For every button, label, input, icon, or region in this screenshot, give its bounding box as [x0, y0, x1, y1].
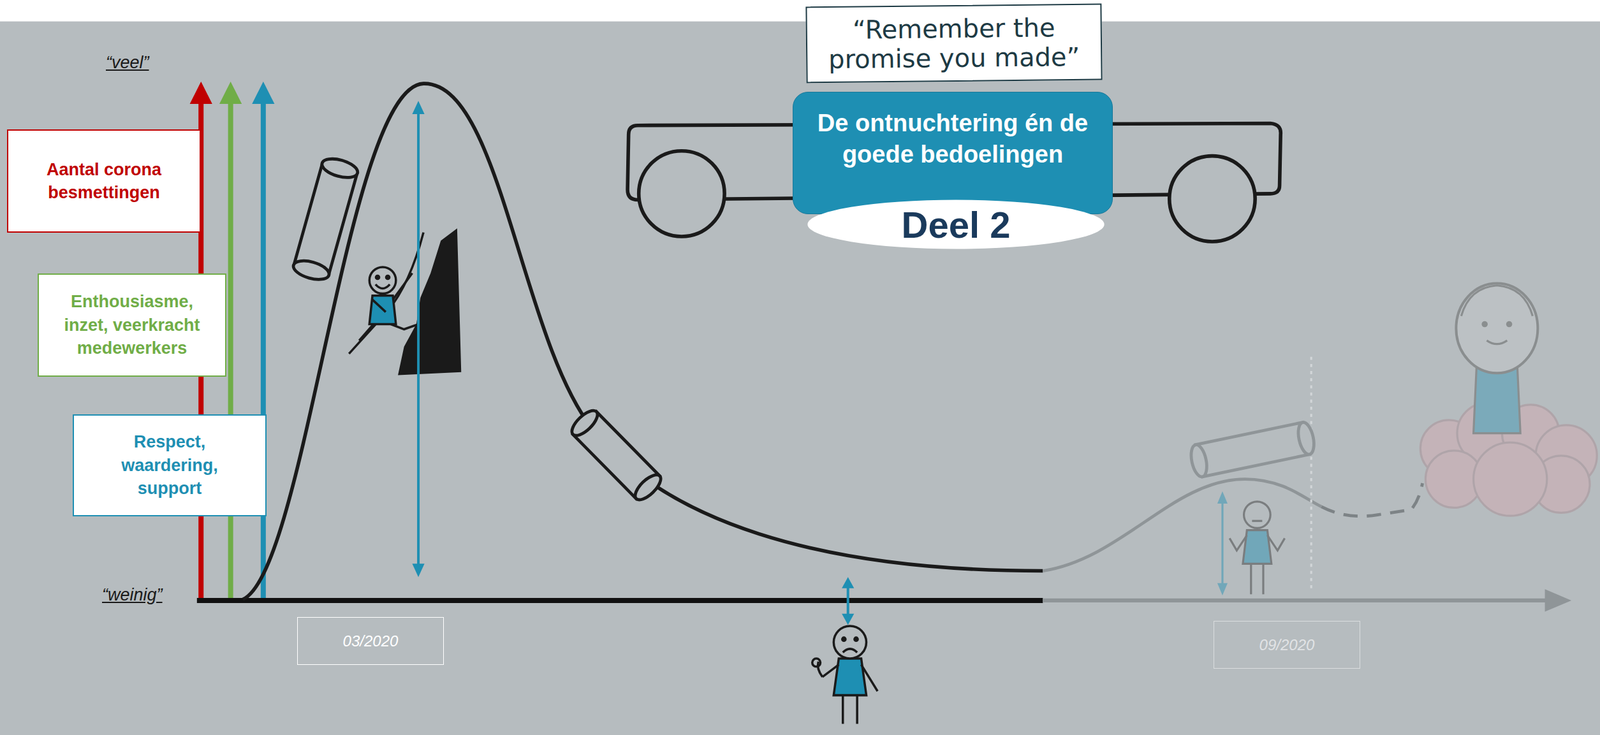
head	[833, 626, 867, 659]
arrow-head	[1217, 583, 1228, 596]
scroll-end	[568, 406, 602, 441]
rope	[348, 232, 424, 354]
mouth	[1251, 520, 1263, 523]
leg	[390, 324, 419, 330]
axis-line	[260, 100, 266, 602]
sad-figure	[812, 626, 878, 725]
arms	[1229, 535, 1285, 551]
node-text: 09/2020	[1259, 636, 1315, 655]
dashed-path	[1321, 483, 1423, 517]
frown	[843, 649, 858, 654]
head	[1244, 501, 1271, 529]
double-arrow	[841, 577, 854, 625]
arrow-head	[1545, 589, 1572, 612]
node-text: 03/2020	[343, 632, 399, 651]
legend-box: Enthousiasme, inzet, veerkracht medewerk…	[37, 273, 227, 377]
marker-line	[1310, 357, 1313, 592]
arrow-head	[841, 577, 854, 589]
body	[1242, 530, 1272, 565]
arrow-line	[1221, 501, 1224, 586]
arm	[392, 273, 412, 301]
eye	[1481, 321, 1488, 328]
legend-box: Respect, waardering, support	[72, 414, 267, 517]
eye	[842, 637, 846, 641]
scroll-roll	[1169, 156, 1256, 242]
head	[369, 267, 397, 294]
rock	[397, 228, 462, 375]
scroll-end	[631, 471, 665, 505]
arrow-line	[417, 112, 420, 567]
body	[369, 295, 397, 325]
node-text: Enthousiasme, inzet, veerkracht medewerk…	[46, 290, 218, 360]
quote-box: “Remember the promise you made”	[805, 3, 1102, 84]
eye	[385, 275, 389, 279]
body	[1473, 367, 1521, 434]
eye	[375, 275, 379, 279]
eye	[854, 637, 858, 641]
node-text: Aantal corona besmettingen	[15, 158, 192, 205]
node-text: Deel 2	[901, 203, 1011, 247]
arrow-head	[411, 100, 425, 115]
date-box-faded: 09/2020	[1213, 621, 1361, 669]
top-band	[0, 0, 1600, 22]
smile	[1486, 340, 1507, 345]
time-axis-faded	[1042, 598, 1549, 603]
axis-label: “weinig”	[102, 585, 163, 606]
arrow-line	[846, 586, 850, 617]
scroll-roll	[638, 151, 725, 237]
arms	[822, 665, 878, 692]
arrow-head	[251, 81, 275, 104]
node-text: De ontnuchtering én de goede bedoelingen	[793, 107, 1113, 171]
part-ellipse: Deel 2	[806, 198, 1106, 250]
legs	[843, 695, 858, 725]
arrow-head	[190, 81, 213, 104]
arrow-head	[841, 614, 854, 626]
time-axis	[197, 598, 1044, 604]
node-text: Respect, waardering, support	[88, 430, 252, 500]
scroll-body	[1195, 422, 1310, 478]
date-box: 03/2020	[297, 617, 444, 666]
scroll-end	[1295, 420, 1317, 456]
hair	[1460, 285, 1533, 317]
cloud-part	[1473, 442, 1548, 516]
arrow-head	[1217, 491, 1228, 504]
node-text: “Remember the promise you made”	[813, 12, 1095, 75]
meditation	[1420, 283, 1597, 517]
axis-label: “veel”	[105, 52, 150, 73]
scroll	[568, 406, 666, 504]
legs	[1251, 563, 1264, 595]
scroll-body	[293, 163, 358, 276]
scroll-end	[291, 257, 331, 284]
scroll-end	[320, 155, 360, 182]
shrug-figure	[1229, 501, 1285, 595]
ellipse-shape	[807, 200, 1104, 250]
body	[833, 658, 867, 696]
scroll-end	[1188, 443, 1210, 479]
scroll	[291, 155, 360, 284]
leg	[359, 324, 374, 342]
axis-line	[228, 100, 234, 602]
arrow-head	[411, 563, 425, 578]
scroll-faded	[1188, 420, 1317, 479]
arrow-head	[219, 81, 242, 104]
head	[1455, 283, 1538, 374]
title-box: De ontnuchtering én de goede bedoelingen	[792, 91, 1113, 215]
faded-figure	[1217, 491, 1285, 596]
curve-faded	[1042, 479, 1322, 572]
arm	[372, 299, 386, 312]
smile	[375, 284, 390, 289]
flower	[812, 658, 821, 668]
legend-box: Aantal corona besmettingen	[7, 129, 201, 233]
double-arrow	[411, 100, 425, 578]
eye	[1506, 321, 1513, 328]
climber	[348, 232, 424, 354]
